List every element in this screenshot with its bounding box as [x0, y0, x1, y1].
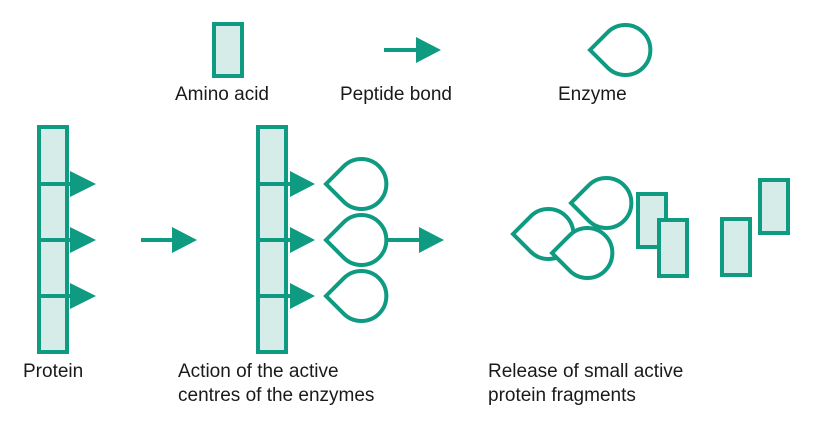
peptide-bond-1 [286, 171, 315, 197]
process-arrow-icon [141, 227, 197, 253]
caption-release: Release of small active protein fragment… [488, 360, 683, 408]
enzyme-pacman-icon [569, 176, 634, 230]
process-arrow-icon [388, 227, 444, 253]
peptide-bond-1 [67, 171, 96, 197]
enzyme-action-stage [256, 125, 389, 354]
release-stage [511, 176, 790, 280]
caption-enzyme-action: Action of the active centres of the enzy… [178, 360, 374, 408]
legend-label-enzyme: Enzyme [558, 84, 627, 105]
protein-chain [37, 125, 96, 354]
amino-acid-2 [37, 182, 69, 242]
amino-acid-block-icon [212, 22, 244, 78]
peptide-bond-2 [286, 227, 315, 253]
peptide-bond-3 [286, 283, 315, 309]
protein-fragment [720, 217, 752, 277]
caption-protein: Protein [23, 360, 83, 384]
caption-release-line2: protein fragments [488, 385, 636, 406]
peptide-bond-3 [67, 283, 96, 309]
enzyme-pacman-icon [324, 213, 389, 267]
enzyme-pacman-icon [588, 22, 653, 77]
legend [212, 22, 653, 78]
amino-acid-3 [256, 238, 288, 298]
caption-protein-text: Protein [23, 361, 84, 382]
peptide-bond-2 [67, 227, 96, 253]
amino-acid-4 [37, 294, 69, 354]
legend-label-peptide-bond: Peptide bond [340, 84, 452, 105]
legend-label-amino-acid: Amino acid [175, 84, 269, 105]
caption-release-line1: Release of small active [488, 361, 684, 382]
protein-fragment [657, 218, 689, 278]
caption-enzyme-action-line1: Action of the active [178, 361, 339, 382]
amino-acid-1 [256, 125, 288, 186]
caption-enzyme-action-line2: centres of the enzymes [178, 385, 375, 406]
protein-fragment [758, 178, 790, 235]
amino-acid-2 [256, 182, 288, 242]
amino-acid-3 [37, 238, 69, 298]
peptide-bond-arrow-icon [384, 37, 441, 63]
amino-acid-1 [37, 125, 69, 186]
enzyme-pacman-icon [324, 157, 389, 211]
enzyme-pacman-icon [324, 269, 389, 323]
amino-acid-4 [256, 294, 288, 354]
